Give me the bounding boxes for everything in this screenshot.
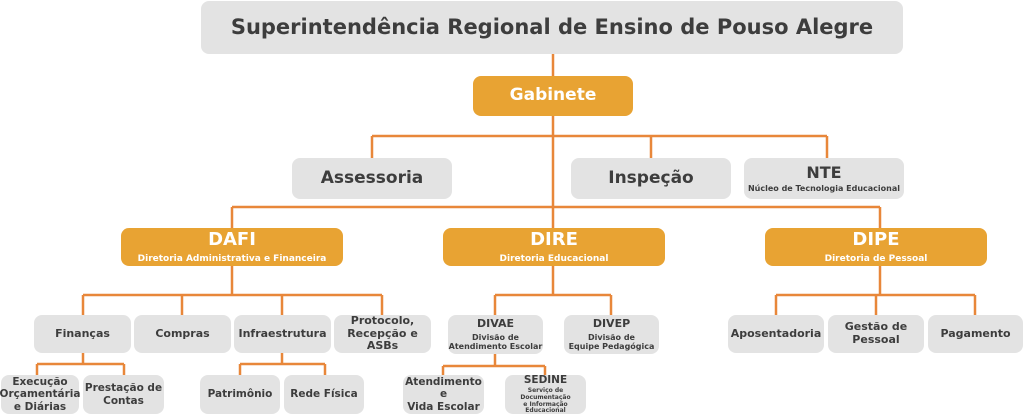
divep-title: DIVEP	[593, 318, 630, 331]
divae-title: DIVAE	[477, 318, 514, 331]
divae-subtitle: Divisão de Atendimento Escolar	[449, 333, 543, 351]
pagamento-node: Pagamento	[928, 315, 1023, 353]
compras-node: Compras	[134, 315, 231, 353]
connector-dire-divisions	[495, 266, 611, 315]
inspecao-node: Inspeção	[571, 158, 731, 199]
gestao-label: Gestão de Pessoal	[845, 321, 907, 346]
sedine-subtitle: Serviço de Documentação e Informação Edu…	[505, 388, 586, 416]
dipe-title: DIPE	[852, 230, 899, 251]
execucao-node: Execução Orçamentária e Diárias	[1, 375, 79, 414]
infraestrutura-label: Infraestrutura	[238, 328, 326, 341]
divep-node: DIVEP Divisão de Equipe Pedagógica	[564, 315, 659, 354]
sedine-title: SEDINE	[524, 374, 567, 386]
gestao-node: Gestão de Pessoal	[828, 315, 924, 353]
financas-node: Finanças	[34, 315, 131, 353]
connector-dafi-units	[83, 266, 382, 315]
dafi-title: DAFI	[208, 230, 256, 251]
dafi-subtitle: Diretoria Administrativa e Financeira	[138, 254, 327, 264]
assessoria-title: Assessoria	[321, 169, 424, 189]
nte-subtitle: Núcleo de Tecnologia Educacional	[748, 184, 900, 193]
connector-gabinete-staff	[372, 116, 827, 158]
protocolo-label: Protocolo, Recepção e ASBs	[334, 315, 431, 353]
dipe-subtitle: Diretoria de Pessoal	[825, 254, 928, 264]
dipe-node: DIPE Diretoria de Pessoal	[765, 228, 987, 266]
connector-divae-sub	[443, 354, 545, 375]
gabinete-node: Gabinete	[473, 76, 633, 116]
sedine-node: SEDINE Serviço de Documentação e Informa…	[505, 375, 586, 414]
rede-fisica-node: Rede Física	[284, 375, 364, 414]
patrimonio-node: Patrimônio	[200, 375, 280, 414]
dire-node: DIRE Diretoria Educacional	[443, 228, 665, 266]
connector-infra-sub	[240, 353, 325, 375]
aposentadoria-label: Aposentadoria	[731, 328, 822, 341]
inspecao-title: Inspeção	[608, 169, 693, 189]
connector-financas-sub	[37, 353, 124, 375]
pagamento-label: Pagamento	[940, 328, 1010, 341]
nte-node: NTE Núcleo de Tecnologia Educacional	[744, 158, 904, 199]
aposentadoria-node: Aposentadoria	[728, 315, 824, 353]
assessoria-node: Assessoria	[292, 158, 452, 199]
protocolo-node: Protocolo, Recepção e ASBs	[334, 315, 431, 353]
gabinete-title: Gabinete	[510, 86, 597, 106]
compras-label: Compras	[155, 328, 209, 341]
divae-node: DIVAE Divisão de Atendimento Escolar	[448, 315, 543, 354]
divep-subtitle: Divisão de Equipe Pedagógica	[569, 333, 655, 351]
connector-dipe-units	[776, 266, 975, 315]
nte-title: NTE	[806, 164, 841, 182]
patrimonio-label: Patrimônio	[208, 388, 273, 400]
execucao-label: Execução Orçamentária e Diárias	[0, 376, 80, 412]
prestacao-label: Prestação de Contas	[85, 382, 162, 406]
root-node-superintendencia: Superintendência Regional de Ensino de P…	[201, 1, 903, 54]
prestacao-node: Prestação de Contas	[83, 375, 164, 414]
dire-subtitle: Diretoria Educacional	[500, 254, 609, 264]
financas-label: Finanças	[55, 328, 110, 341]
rede-fisica-label: Rede Física	[290, 388, 357, 400]
root-title: Superintendência Regional de Ensino de P…	[231, 15, 873, 39]
dire-title: DIRE	[530, 230, 578, 251]
atendimento-node: Atendimento e Vida Escolar	[403, 375, 484, 414]
infraestrutura-node: Infraestrutura	[234, 315, 331, 353]
atendimento-label: Atendimento e Vida Escolar	[403, 376, 484, 412]
dafi-node: DAFI Diretoria Administrativa e Financei…	[121, 228, 343, 266]
